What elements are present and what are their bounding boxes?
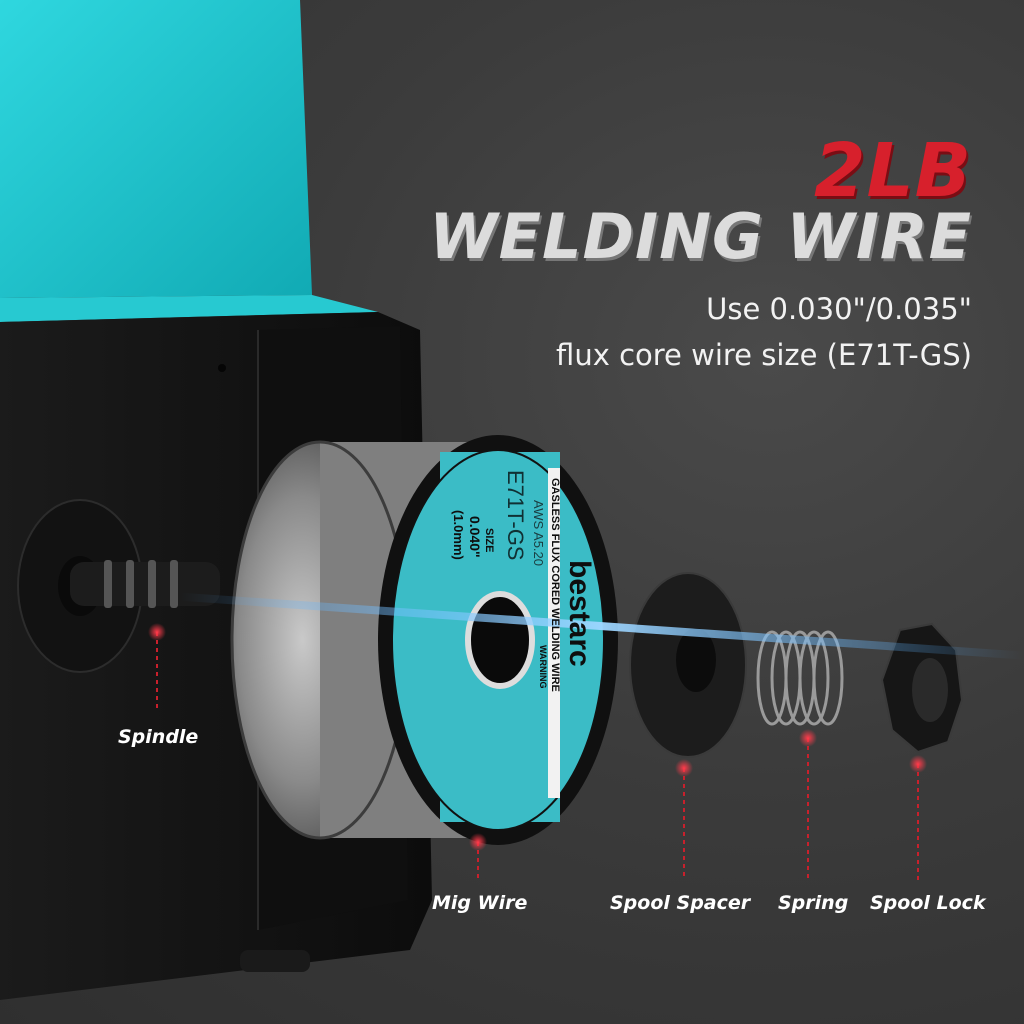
- spool-brand: bestarc: [563, 560, 596, 667]
- callout-mig-wire: Mig Wire: [432, 892, 528, 914]
- spool-size-label: SIZE: [483, 528, 495, 552]
- callout-spring: Spring: [778, 892, 849, 914]
- spool-warning: WARNING: [538, 645, 548, 689]
- machine-cover: [0, 0, 378, 322]
- callout-markers: [156, 632, 919, 880]
- callout-dots: [148, 623, 927, 851]
- callout-spool-spacer: Spool Spacer: [610, 892, 751, 914]
- spool-spacer-part: [629, 572, 747, 758]
- callout-spool-lock: Spool Lock: [870, 892, 986, 914]
- headline-weight: 2LB: [813, 128, 972, 214]
- spool-classification: E71T-GS: [503, 470, 528, 560]
- spool-size-value: 0.040": [467, 516, 483, 558]
- spool-size-metric: (1.0mm): [451, 510, 466, 560]
- headline-product: WELDING WIRE: [429, 200, 972, 273]
- spool-lock-part: [880, 622, 964, 754]
- spool-product-line: GASLESS FLUX CORED WELDING WIRE: [549, 478, 561, 692]
- spring-part: [756, 630, 844, 726]
- axis-beam: [180, 592, 1024, 660]
- spool-label: bestarc GASLESS FLUX CORED WELDING WIRE …: [451, 470, 596, 692]
- subtitle-line-2: flux core wire size (E71T-GS): [556, 338, 972, 372]
- wire-spool: [230, 435, 618, 845]
- subtitle-line-1: Use 0.030"/0.035": [706, 292, 972, 326]
- spool-standard: AWS A5.20: [531, 500, 546, 566]
- callout-spindle: Spindle: [118, 726, 199, 748]
